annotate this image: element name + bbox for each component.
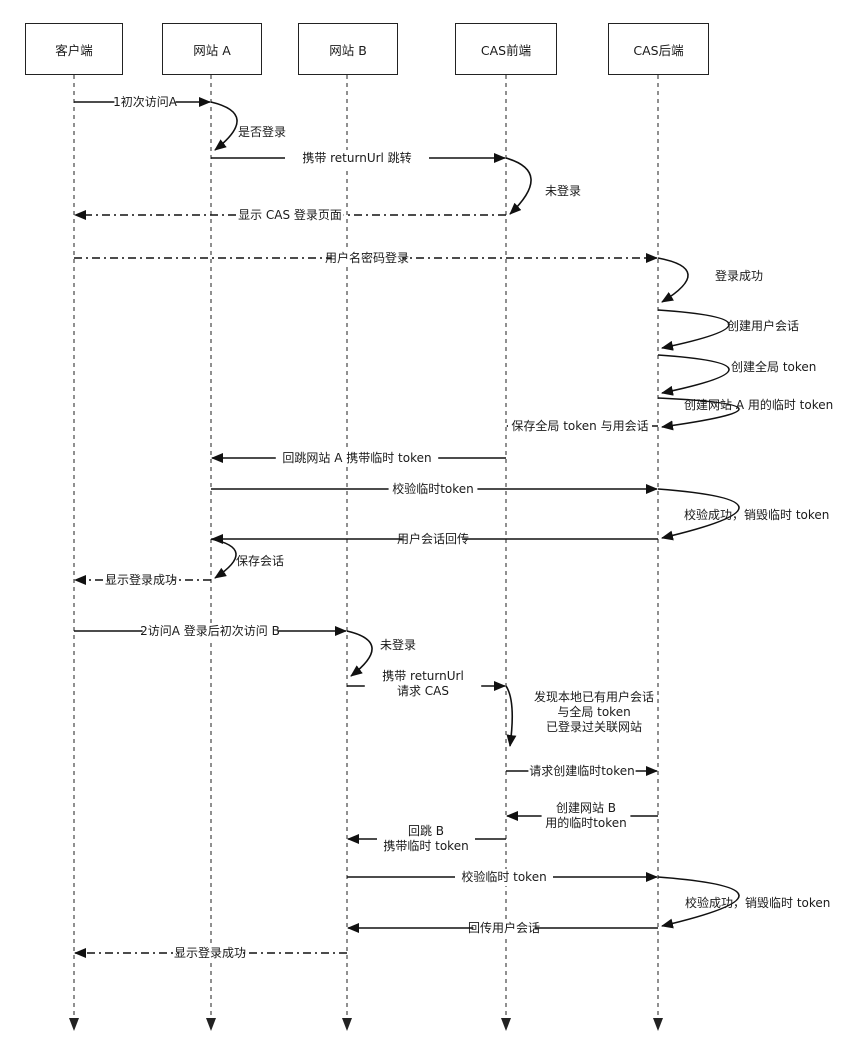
message-label: 携带 returnUrl 跳转 <box>302 150 411 165</box>
actor-site-b: 网站 B <box>298 23 398 75</box>
lifeline-end-arrow-siteA <box>206 1018 216 1031</box>
message-label-bg <box>285 150 429 167</box>
message-label: 用户名密码登录 <box>325 250 409 265</box>
self-message-curve <box>657 309 730 351</box>
self-message-curve <box>346 630 373 677</box>
self-message-curve <box>505 685 517 747</box>
message-label: 创建网站 A 用的临时 token <box>684 397 833 412</box>
lifeline-end-arrow-siteB <box>342 1018 352 1031</box>
message-label-bg <box>473 920 535 937</box>
actor-client: 客户端 <box>25 23 123 75</box>
message-label: 显示登录成功 <box>174 945 246 960</box>
message-label: 与全局 token <box>557 704 630 719</box>
message-label: 校验成功，销毁临时 token <box>685 895 830 910</box>
message-label: 已登录过关联网站 <box>546 719 642 734</box>
self-message-curve <box>210 538 237 579</box>
lifeline-end-arrow-client <box>69 1018 79 1031</box>
message-label-bg <box>114 94 176 111</box>
message-label-bg <box>455 869 553 886</box>
message-label-bg <box>541 800 631 832</box>
message-label: 保存全局 token 与用会话 <box>511 418 648 433</box>
message-label: 请求 CAS <box>397 684 449 698</box>
message-label-bg <box>388 481 478 498</box>
actor-cas-frontend: CAS前端 <box>455 23 557 75</box>
message-label: 保存会话 <box>236 554 284 568</box>
lifeline-end-arrow-casFront <box>501 1018 511 1031</box>
message-label-bg <box>508 418 652 435</box>
message-label: 是否登录 <box>238 124 286 139</box>
message-label: 携带临时 token <box>383 838 468 853</box>
message-label: 用户会话回传 <box>397 531 469 546</box>
self-message-curve <box>505 157 532 215</box>
message-label: 请求创建临时token <box>529 764 635 778</box>
message-label-bg <box>364 668 482 700</box>
self-message-curve <box>657 257 689 303</box>
message-label: 创建网站 B <box>556 801 616 815</box>
lifeline-end-arrow-casBack <box>653 1018 663 1031</box>
self-message-curve <box>657 876 740 929</box>
message-label: 1初次访问A <box>113 95 178 109</box>
actor-cas-backend: CAS后端 <box>608 23 709 75</box>
message-label: 校验临时token <box>392 481 474 496</box>
message-label: 用的临时token <box>545 815 627 830</box>
message-label: 校验临时 token <box>461 869 546 884</box>
self-message-curve <box>657 488 740 541</box>
message-label: 未登录 <box>380 637 416 652</box>
message-label: 创建全局 token <box>731 359 816 374</box>
self-message-curve <box>657 354 730 396</box>
message-label-bg <box>331 250 403 267</box>
message-label-bg <box>142 623 278 640</box>
message-label: 发现本地已有用户会话 <box>534 689 654 704</box>
message-label: 未登录 <box>545 183 581 198</box>
message-label: 创建用户会话 <box>727 318 799 333</box>
message-label: 回跳 B <box>408 824 444 838</box>
message-label: 回传用户会话 <box>468 920 540 935</box>
self-message-curve <box>657 397 740 431</box>
message-label: 显示 CAS 登录页面 <box>238 207 342 222</box>
message-label: 校验成功，销毁临时 token <box>684 507 829 522</box>
message-label-bg <box>179 945 241 962</box>
message-label-bg <box>402 531 464 548</box>
message-label: 登录成功 <box>715 268 763 283</box>
message-label-bg <box>110 572 172 589</box>
message-label: 2访问A 登录后初次访问 B <box>140 623 280 638</box>
message-label-bg <box>528 763 636 780</box>
message-label: 回跳网站 A 携带临时 token <box>282 450 431 465</box>
self-message-curve <box>210 101 238 151</box>
message-label: 携带 returnUrl <box>382 668 464 683</box>
message-label-bg <box>275 450 439 467</box>
message-label: 显示登录成功 <box>105 572 177 587</box>
actor-site-a: 网站 A <box>162 23 262 75</box>
message-label-bg <box>377 823 475 855</box>
message-label-bg <box>236 207 344 224</box>
